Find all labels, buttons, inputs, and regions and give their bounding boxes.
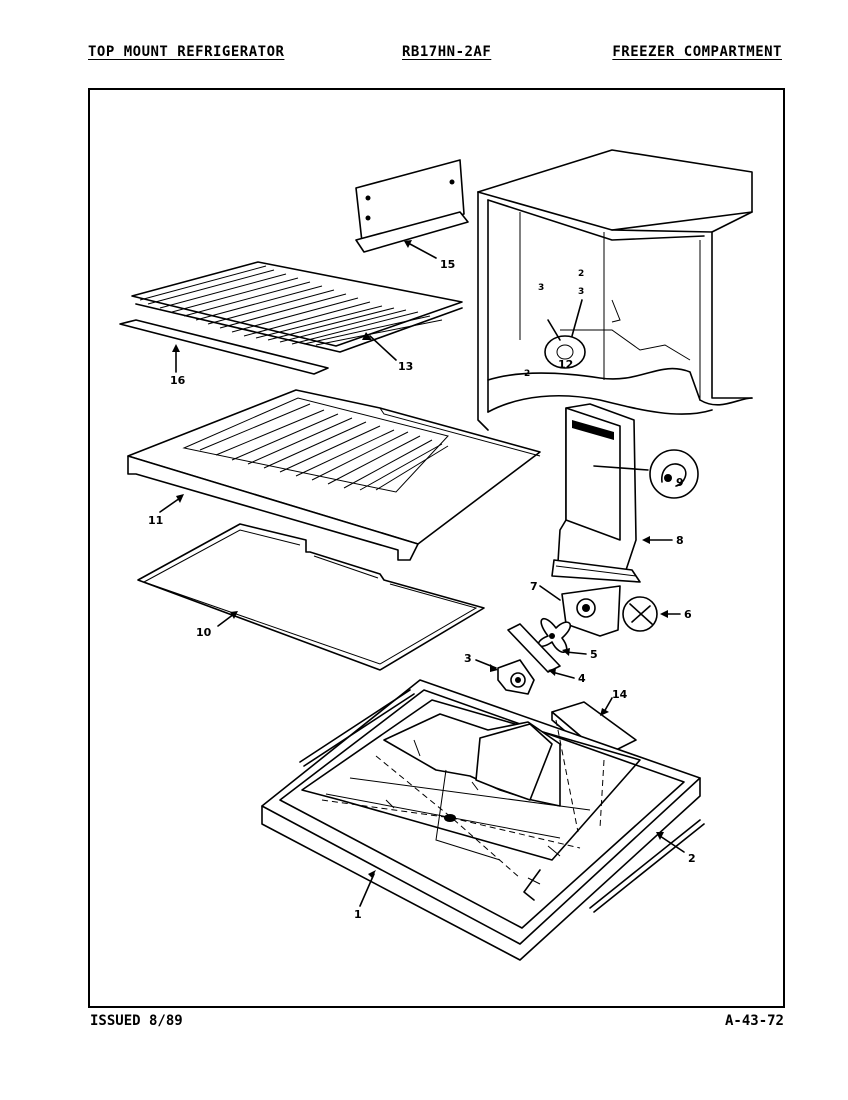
ref-3a: 3 xyxy=(538,283,544,293)
part-5-fan-blade xyxy=(537,617,587,656)
part-16-shelf-trim xyxy=(119,319,329,375)
callout-15: 15 xyxy=(440,258,455,271)
part-3-fan-motor-mount xyxy=(475,659,535,695)
callout-5: 5 xyxy=(590,648,598,661)
part-10-panel xyxy=(137,523,485,671)
part-8-air-duct xyxy=(551,403,673,583)
callout-8: 8 xyxy=(676,534,684,547)
callout-3: 3 xyxy=(464,652,472,665)
ref-2b: 2 xyxy=(524,369,530,379)
header-title: TOP MOUNT REFRIGERATOR xyxy=(88,44,285,60)
part-11-main-shelf xyxy=(127,389,541,561)
callout-4: 4 xyxy=(578,672,586,685)
callout-13: 13 xyxy=(398,360,413,373)
callout-12: 12 xyxy=(558,358,573,371)
ref-2a: 2 xyxy=(578,269,584,279)
callout-11: 11 xyxy=(148,514,163,527)
part-9-clip xyxy=(649,449,699,499)
diagram-frame xyxy=(88,88,785,1008)
freezer-cabinet xyxy=(477,149,753,431)
callout-14: 14 xyxy=(612,688,628,701)
part-2-trim-rails xyxy=(299,689,705,913)
part-4-motor-bracket xyxy=(507,623,575,679)
callout-10: 10 xyxy=(196,626,212,639)
ref-3b: 3 xyxy=(578,287,584,297)
part-1-freezer-floor xyxy=(261,679,701,961)
callout-6: 6 xyxy=(684,608,692,621)
model-number: RB17HN-2AF xyxy=(402,44,492,60)
part-15-shelf-support xyxy=(355,159,469,259)
callout-9: 9 xyxy=(676,476,684,489)
callout-7: 7 xyxy=(530,580,538,593)
part-7-fan-bracket xyxy=(539,585,621,637)
page-code: A-43-72 xyxy=(724,1013,784,1029)
callout-2: 2 xyxy=(688,852,696,865)
part-6-fan-motor xyxy=(622,596,681,632)
part-13-wire-shelf xyxy=(131,261,463,361)
issue-date: ISSUED 8/89 xyxy=(90,1013,183,1029)
callout-16: 16 xyxy=(170,374,186,387)
section-title: FREEZER COMPARTMENT xyxy=(612,44,782,60)
callout-1: 1 xyxy=(354,908,362,921)
